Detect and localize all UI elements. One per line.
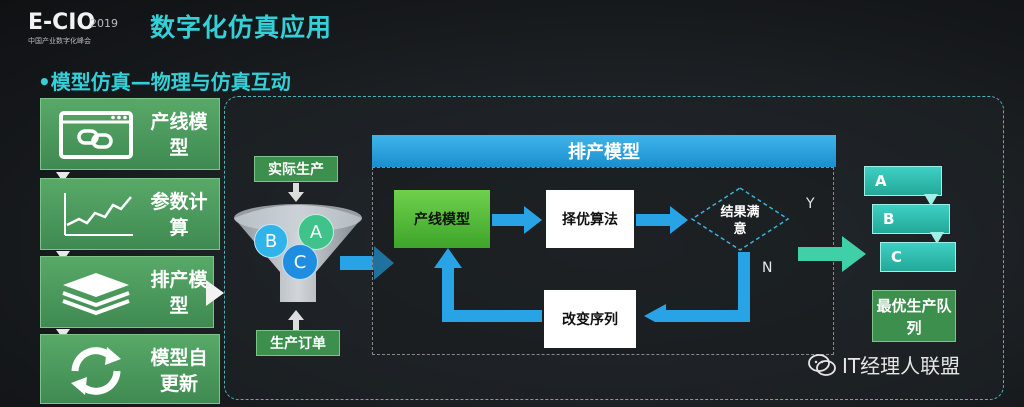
event-logo: E-CIO 2019 中国产业数字化峰会 (28, 10, 128, 46)
logo-subtitle: 中国产业数字化峰会 (28, 37, 91, 45)
up-arrow-icon (288, 310, 304, 330)
down-arrow-icon (930, 232, 944, 244)
ball-a: A (298, 214, 334, 250)
ball-b: B (254, 224, 288, 258)
no-label: N (762, 260, 773, 276)
right-arrow-icon (492, 206, 542, 234)
sidebar-item-self-update: 模型自更新 (40, 334, 220, 404)
line-model-box: 产线模型 (394, 190, 490, 248)
algorithm-box: 择优算法 (546, 190, 634, 248)
optimal-queue-label: 最优生产队列 (872, 290, 956, 342)
sidebar-item-label: 模型自更新 (150, 347, 208, 395)
sidebar-item-scheduling-model: 排产模型 (40, 256, 214, 328)
down-arrow-icon (924, 194, 938, 206)
right-arrow-icon (798, 236, 866, 272)
page-title: 数字化仿真应用 (150, 13, 333, 42)
layers-icon (62, 273, 130, 316)
decision-label: 结果满意 (720, 205, 760, 237)
down-arrow-icon (56, 172, 70, 182)
pointer-arrow-icon (206, 280, 224, 306)
queue-item-c: C (880, 242, 956, 272)
sidebar-item-label: 排产模型 (150, 269, 208, 317)
refresh-icon (71, 347, 121, 395)
ball-c: C (282, 244, 318, 280)
logo-year: 2019 (90, 17, 118, 30)
right-arrow-icon (340, 246, 394, 280)
decision-diamond (690, 187, 790, 251)
queue-item-b: B (872, 204, 950, 234)
watermark-text: IT经理人联盟 (842, 354, 961, 378)
line-chart-icon (64, 193, 133, 236)
down-arrow-icon (288, 183, 304, 202)
feedback-loop-arrows (434, 248, 750, 322)
wechat-icon (808, 353, 836, 376)
link-window-icon (59, 111, 133, 159)
actual-production-label: 实际生产 (254, 156, 338, 182)
sidebar-item-line-model: 产线模型 (40, 98, 220, 170)
watermark: IT经理人联盟 (808, 350, 960, 379)
right-arrow-icon (636, 206, 688, 234)
change-order-box: 改变序列 (544, 290, 636, 348)
section-subtitle: •模型仿真—物理与仿真互动 (38, 70, 291, 94)
yes-label: Y (806, 196, 815, 212)
sidebar-item-param-calc: 参数计算 (40, 178, 220, 250)
queue-item-a: A (864, 166, 942, 196)
logo-text: E-CIO (28, 10, 96, 35)
sidebar-item-label: 参数计算 (150, 191, 208, 239)
sidebar-item-label: 产线模型 (150, 111, 208, 159)
scheduling-model-banner: 排产模型 (372, 135, 836, 167)
production-order-label: 生产订单 (256, 330, 340, 356)
